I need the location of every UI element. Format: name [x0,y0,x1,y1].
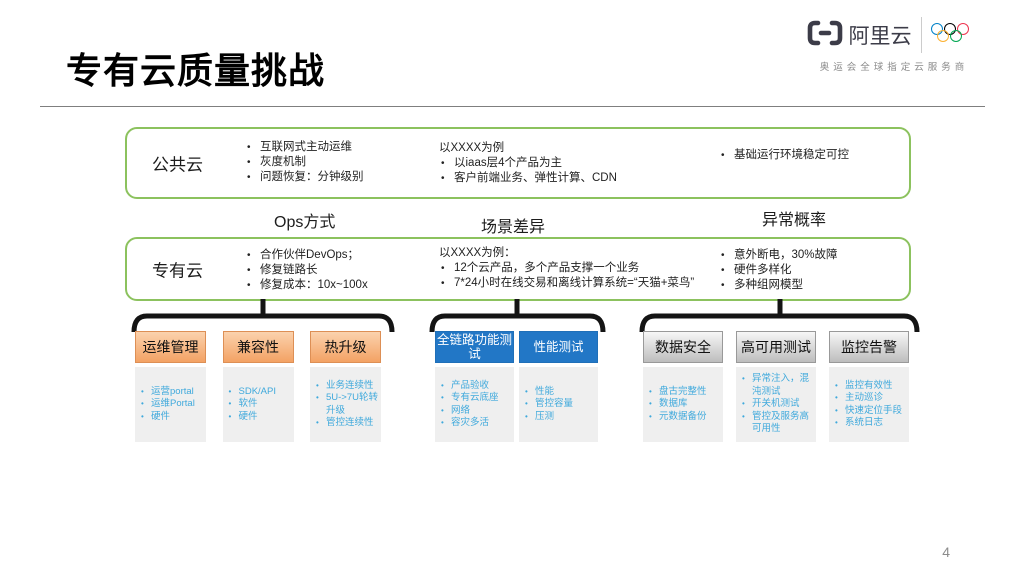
dimension-anomaly: 异常概率 [762,212,827,229]
private-cloud-ops-list: 合作伙伴DevOps； 修复链路长 修复成本：10x~100x [245,248,440,293]
dimension-scenario: 场景差异 [481,219,546,236]
public-cloud-ops-list: 互联网式主动运维 灰度机制 问题恢复：分钟级别 [245,140,430,185]
card-reshengji: 热升级 业务连续性 5U->7U轮转升级 管控连续性 [310,331,381,442]
card-quanlianlu-test: 全链路功能测试 产品验收 专有云底座 网络 容灾多活 [435,331,514,442]
logo-tagline: 奥运会全球指定云服务商 [819,62,969,73]
public-cloud-scenario-list: 以XXXX为例 以iaas层4个产品为主 客户前端业务、弹性计算、CDN [439,141,704,186]
public-cloud-env-list: 基础运行环境稳定可控 [719,148,887,163]
logo-divider [920,17,922,53]
private-cloud-label: 专有云 [152,261,203,281]
group-reliability: 数据安全 盘古完整性 数据库 元数据备份 高可用测试 异常注入，混沌测试 开关机… [643,331,909,442]
card-title: 高可用测试 [736,331,816,363]
alibaba-cloud-logo: 阿里云 奥运会全球指定云服务商 [796,14,992,73]
page-title: 专有云质量挑战 [66,50,326,91]
private-cloud-anomaly-list: 意外断电，30%故障 硬件多样化 多种组网模型 [719,248,894,293]
olympic-rings-icon [930,21,983,49]
public-cloud-label: 公共云 [152,155,203,175]
card-title: 热升级 [310,331,381,363]
card-yunwei-guanli: 运维管理 运营portal 运维Portal 硬件 [135,331,206,442]
group-ops-management: 运维管理 运营portal 运维Portal 硬件 兼容性 SDK/API 软件… [135,331,381,442]
card-title: 性能测试 [519,331,598,363]
title-divider [40,106,985,107]
brand-name: 阿里云 [848,25,912,48]
public-cloud-box: 公共云 互联网式主动运维 灰度机制 问题恢复：分钟级别 以XXXX为例 以iaa… [125,127,911,199]
alibaba-cloud-bracket-icon [806,19,844,52]
dimension-ops: Ops方式 [274,214,336,231]
private-cloud-scenario-list: 以XXXX为例： 12个云产品，多个产品支撑一个业务 7*24小时在线交易和离线… [439,246,739,291]
card-title: 监控告警 [829,331,909,363]
card-title: 运维管理 [135,331,206,363]
card-shuju-anquan: 数据安全 盘古完整性 数据库 元数据备份 [643,331,723,442]
card-title: 全链路功能测试 [435,331,514,363]
card-jianrongxing: 兼容性 SDK/API 软件 硬件 [222,331,294,442]
card-gaokeyong-test: 高可用测试 异常注入，混沌测试 开关机测试 管控及服务高可用性 [736,331,816,442]
page-number: 4 [942,544,950,560]
private-cloud-box: 专有云 合作伙伴DevOps； 修复链路长 修复成本：10x~100x 以XXX… [125,237,911,301]
card-jiankong-gaojing: 监控告警 监控有效性 主动巡诊 快速定位手段 系统日志 [829,331,909,442]
card-title: 兼容性 [222,331,294,363]
card-title: 数据安全 [643,331,723,363]
card-xingneng-test: 性能测试 性能 管控容量 压测 [519,331,598,442]
group-testing: 全链路功能测试 产品验收 专有云底座 网络 容灾多活 性能测试 性能 管控容量 … [435,331,598,442]
